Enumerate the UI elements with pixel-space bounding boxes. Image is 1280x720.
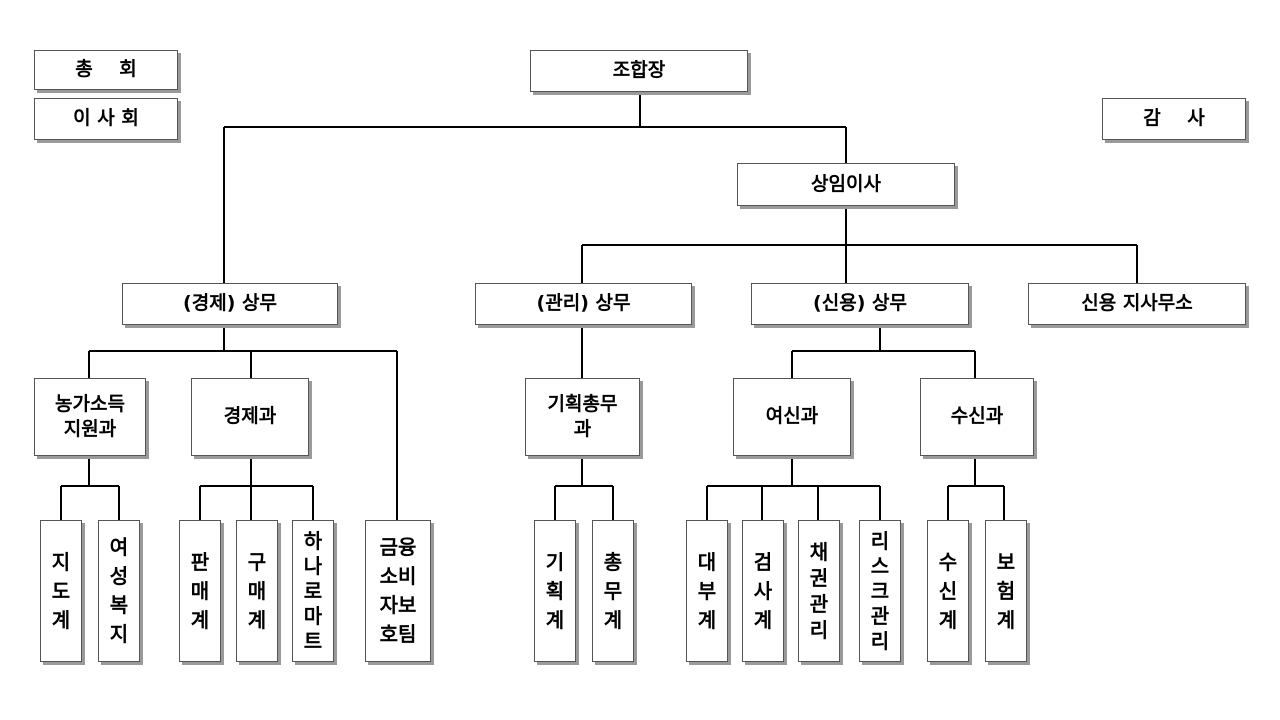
- team-women-welfare-label: 여성복지: [109, 535, 129, 646]
- loan-dept-box: 여신과: [733, 378, 851, 456]
- econ-exec-label: (경제) 상무: [183, 292, 277, 315]
- econ-dept-label: 경제과: [223, 405, 277, 428]
- team-deposit-box: 수신계: [927, 520, 969, 662]
- team-inspection-box: 검사계: [742, 520, 784, 662]
- team-risk-mgmt-box: 리스크관리: [859, 520, 901, 662]
- planning-dept-label: 기획총무 과: [547, 392, 618, 440]
- team-women-welfare-box: 여성복지: [98, 520, 140, 662]
- team-sales-label: 판매계: [190, 549, 210, 632]
- team-sales-box: 판매계: [179, 520, 221, 662]
- general-assembly-label: 총 회: [75, 58, 137, 81]
- managing-director-label: 상임이사: [811, 172, 881, 195]
- chairman-box: 조합장: [530, 50, 748, 92]
- loan-dept-label: 여신과: [765, 405, 819, 428]
- team-risk-mgmt-label: 리스크관리: [870, 528, 890, 653]
- team-lending-box: 대부계: [686, 520, 728, 662]
- team-purchase-label: 구매계: [247, 549, 267, 632]
- team-finance-consumer-box: 금융소비자보호팀: [365, 520, 431, 662]
- team-lending-label: 대부계: [697, 549, 717, 632]
- team-bond-mgmt-box: 채권관리: [798, 520, 840, 662]
- auditor-label: 감 사: [1143, 107, 1205, 130]
- chairman-label: 조합장: [612, 59, 666, 82]
- team-guidance-label: 지도계: [51, 549, 71, 632]
- team-insurance-box: 보험계: [985, 520, 1027, 662]
- deposit-dept-label: 수신과: [950, 405, 1004, 428]
- team-general-affairs-label: 총무계: [603, 549, 623, 632]
- farm-income-dept-label: 농가소득 지원과: [55, 392, 125, 440]
- team-planning-label: 기획계: [545, 549, 565, 632]
- team-hanaro-mart-label: 하나로마트: [303, 528, 323, 653]
- team-purchase-box: 구매계: [236, 520, 278, 662]
- board-label: 이 사 회: [73, 107, 139, 130]
- team-hanaro-mart-box: 하나로마트: [292, 520, 334, 662]
- managing-director-box: 상임이사: [737, 163, 955, 206]
- branch-office-box: 신용 지사무소: [1028, 283, 1246, 325]
- planning-dept-box: 기획총무 과: [525, 378, 640, 456]
- team-guidance-box: 지도계: [40, 520, 82, 662]
- team-deposit-label: 수신계: [938, 549, 958, 632]
- team-general-affairs-box: 총무계: [592, 520, 634, 662]
- credit-exec-box: (신용) 상무: [751, 283, 969, 325]
- deposit-dept-box: 수신과: [920, 378, 1034, 456]
- team-finance-consumer-label: 금융소비자보호팀: [379, 535, 417, 646]
- branch-office-label: 신용 지사무소: [1081, 292, 1193, 315]
- credit-exec-label: (신용) 상무: [813, 292, 907, 315]
- team-inspection-label: 검사계: [753, 549, 773, 632]
- team-bond-mgmt-label: 채권관리: [809, 540, 829, 642]
- team-planning-box: 기획계: [534, 520, 576, 662]
- admin-exec-box: (관리) 상무: [475, 283, 692, 325]
- econ-dept-box: 경제과: [191, 378, 309, 456]
- team-insurance-label: 보험계: [996, 549, 1016, 632]
- admin-exec-label: (관리) 상무: [536, 292, 631, 315]
- board-box: 이 사 회: [34, 98, 178, 140]
- auditor-box: 감 사: [1102, 98, 1246, 140]
- general-assembly-box: 총 회: [34, 50, 178, 90]
- farm-income-dept-box: 농가소득 지원과: [34, 378, 146, 456]
- econ-exec-box: (경제) 상무: [122, 283, 338, 325]
